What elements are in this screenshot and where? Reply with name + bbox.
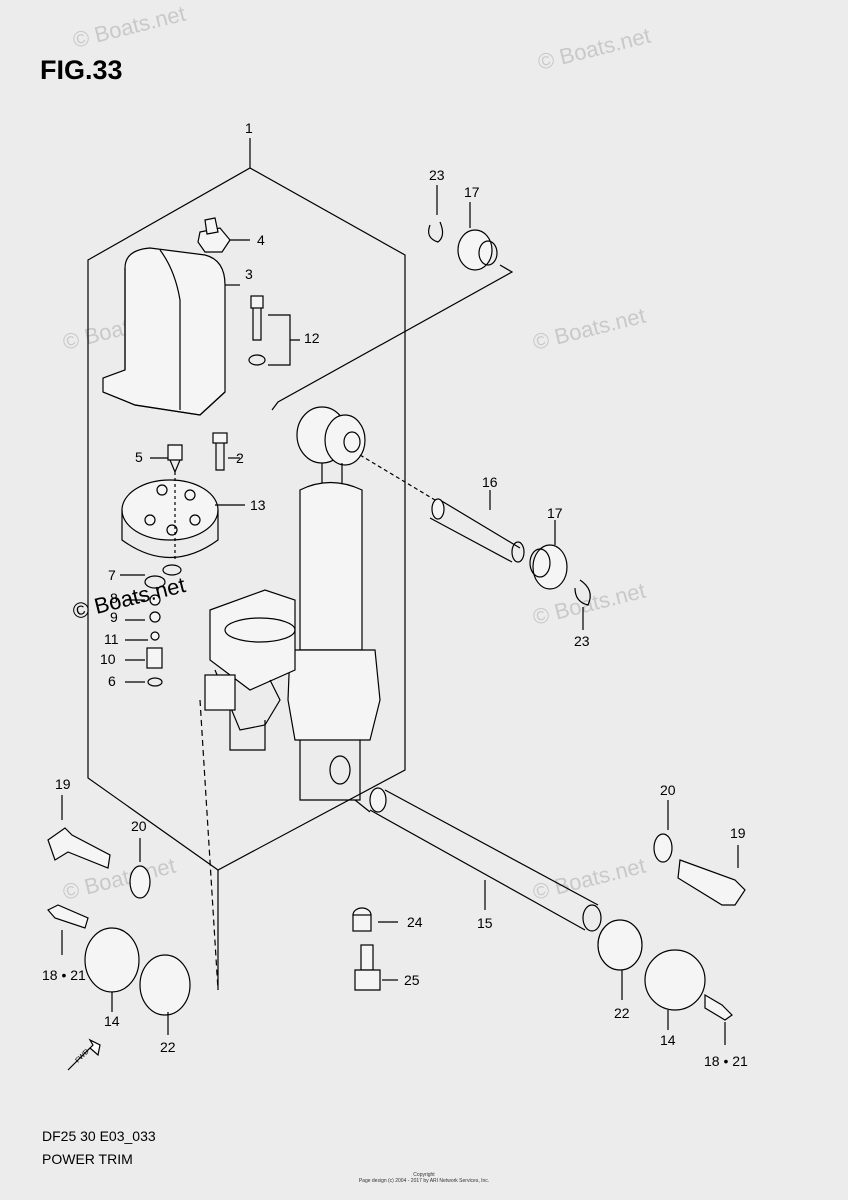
callout-23-mid: 23	[574, 633, 590, 649]
callout-23-top: 23	[429, 167, 445, 183]
callout-18-21-left: 18 • 21	[42, 967, 86, 983]
callout-15: 15	[477, 915, 493, 931]
callout-11: 11	[104, 631, 119, 647]
callout-19-left: 19	[55, 776, 71, 792]
callout-9: 9	[110, 609, 118, 625]
fwd-label: FWD	[74, 1048, 90, 1064]
callout-1: 1	[245, 120, 253, 136]
filler-plug	[197, 217, 250, 253]
callout-4: 4	[257, 232, 265, 248]
callout-labels: 1 2 3 4 5 6 7 8 9 11 10 12 13 14 14 15 1…	[42, 120, 748, 1069]
assembly-box-leader-dash	[199, 699, 219, 991]
spacer-and-bolt	[352, 907, 398, 991]
valve-housing	[204, 589, 296, 751]
watermark-text: © Boats.net	[530, 853, 648, 905]
copyright-line-1: Copyright	[413, 1172, 435, 1178]
watermark-text: © Boats.net	[530, 303, 648, 355]
callout-17-mid: 17	[547, 505, 563, 521]
callout-14-right: 14	[660, 1032, 676, 1048]
copyright-line-2: Page design (c) 2004 - 2017 by ARI Netwo…	[358, 1178, 490, 1184]
callout-12: 12	[304, 330, 320, 346]
callout-14-left: 14	[104, 1013, 120, 1029]
lower-pin-parts	[354, 787, 746, 1045]
watermark-text: © Boats.net	[70, 1, 188, 53]
watermark-text: © Boats.net	[535, 23, 653, 75]
callout-22-right: 22	[614, 1005, 630, 1021]
screw-and-washer-12	[248, 295, 300, 366]
small-parts	[120, 432, 240, 687]
callout-24: 24	[407, 914, 423, 930]
left-lower-parts	[47, 795, 191, 1035]
callout-20-right: 20	[660, 782, 676, 798]
callout-6: 6	[108, 673, 116, 689]
reservoir-cover	[102, 247, 240, 416]
callout-5: 5	[135, 449, 143, 465]
watermark-text: © Boats.net	[60, 853, 178, 905]
callout-13: 13	[250, 497, 266, 513]
callout-25: 25	[404, 972, 420, 988]
figure-title: FIG.33	[40, 55, 123, 85]
callout-3: 3	[245, 266, 253, 282]
pump-assembly	[121, 479, 245, 558]
callout-16: 16	[482, 474, 498, 490]
callout-20-left: 20	[131, 818, 147, 834]
trim-cylinder	[287, 406, 381, 801]
upper-pin-parts	[271, 185, 591, 630]
callout-8: 8	[110, 590, 118, 606]
callout-18-21-right: 18 • 21	[704, 1053, 748, 1069]
callout-2: 2	[236, 450, 244, 466]
callout-19-right: 19	[730, 825, 746, 841]
fwd-arrow-icon: FWD	[67, 1038, 101, 1071]
callout-10: 10	[100, 651, 116, 667]
figure-name: POWER TRIM	[42, 1151, 133, 1167]
callout-7: 7	[108, 567, 116, 583]
figure-code: DF25 30 E03_033	[42, 1128, 156, 1144]
callout-22-left: 22	[160, 1039, 176, 1055]
callout-17-top: 17	[464, 184, 480, 200]
